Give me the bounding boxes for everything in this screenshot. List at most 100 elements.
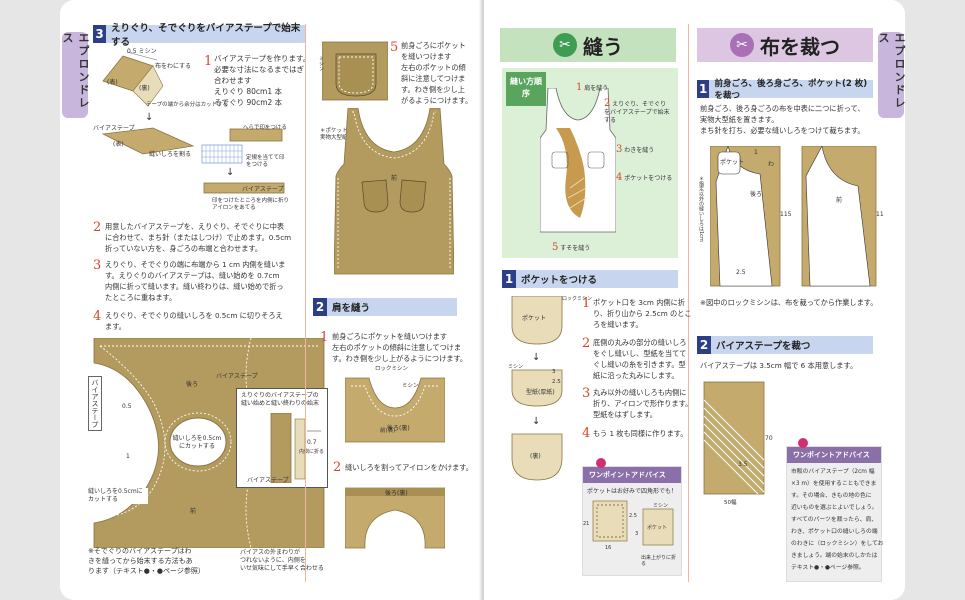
- diag-05: 0.5: [122, 403, 132, 410]
- diag-right2: (表): [113, 140, 124, 148]
- pd-pocket: ポケット: [522, 314, 546, 322]
- diag-back: 後ろ: [186, 380, 198, 388]
- section3-header: 3 えりぐり、そでぐりをバイアステープで始末する: [93, 23, 305, 48]
- pocket-section-title: ポケットをつける: [521, 275, 598, 286]
- diag-tape: バイアステープ: [93, 125, 135, 132]
- diag-cut-note: 縫いしろを0.5cmにカットする: [172, 435, 222, 451]
- pocket-section-num: 1: [502, 270, 516, 288]
- diag-1: 1: [126, 453, 130, 460]
- pocket-advice-text: ポケットはお好みで四角形でも！: [587, 488, 678, 495]
- cut-title: 布を裁つ: [760, 34, 840, 59]
- cut-advice-box: ワンポイントアドバイス 市販のバイアステープ（2cm 幅 ×3 m）を使用するこ…: [786, 446, 884, 582]
- pa-3: 3: [635, 531, 639, 537]
- scissors-icon: ✂: [553, 33, 577, 57]
- s5-text: 前身ごろにポケット を縫いつけます 左右のポケットの傾 斜に注意してつけま す。…: [401, 41, 473, 105]
- s2-step2-text: 縫いしろを割ってアイロンをかけます。: [345, 463, 473, 472]
- pk-step2-text: 底側の丸みの部分の縫いしろ をぐし縫いし、型紙を当てて ぐし縫いの糸を引きます。…: [593, 338, 687, 380]
- pocket-section-header: 1 ポケットをつける: [502, 270, 678, 288]
- s2-step1-num: 1: [320, 330, 329, 345]
- cut-title-banner: ✂ 布を裁つ: [697, 28, 873, 62]
- cut1-num: 1: [697, 80, 710, 98]
- pa-25: 2.5: [629, 513, 637, 519]
- s5-seam: ミシン: [318, 56, 324, 71]
- pk-step3-text: 丸み以外の縫いしろも内側に 折り、アイロンで形作ります。 型紙をはずします。: [593, 388, 693, 419]
- diag-fold-note: テープの端から余分はカットする: [146, 102, 229, 108]
- cut1-header: 1 前身ごろ、後ろ身ごろ、ポケット(2 枚)を裁つ: [697, 79, 873, 101]
- side-tab-left: エプロンドレス: [61, 32, 90, 118]
- pd-w3: 3: [552, 369, 556, 375]
- diag-seam: 0.5 ミシン: [127, 48, 156, 55]
- apron-order-diagram: [540, 88, 616, 233]
- pk-step4-text: もう 1 枚も同様に作ります。: [593, 429, 688, 438]
- s2-front: 前(表): [380, 428, 396, 434]
- s2-press: 後ろ(裏): [385, 489, 408, 497]
- shoulder-seam-diagram: 後ろ(裏): [345, 377, 445, 443]
- pd-seam: ミシン: [508, 364, 524, 370]
- column-divider-right: [688, 24, 689, 582]
- arrow-down-icon-2: ↓: [226, 167, 234, 178]
- sew-title: 縫う: [583, 34, 623, 59]
- arrow-down-icon: ↓: [145, 112, 153, 123]
- pin-icon: [596, 458, 606, 468]
- cl-vertical: ＊指定以外の縫いしろは1cm: [698, 176, 704, 242]
- cut-advice-text: 市販のバイアステープ（2cm 幅 ×3 m）を使用することもできま す。その場合…: [791, 469, 884, 571]
- pd-back: (裏): [530, 452, 541, 460]
- pk-step1-num: 1: [582, 296, 591, 311]
- pa-16: 16: [605, 545, 612, 551]
- s3-step3-text: えりぐり、そでぐりの端に布端から 1 cm 内側を縫いま す。えりぐりのバイアス…: [105, 260, 286, 302]
- section3-num: 3: [93, 25, 107, 43]
- s5-num: 5: [390, 40, 399, 55]
- pd-paper: 型紙(厚紙): [526, 388, 555, 396]
- bias-cut-diagram: 70 3.5: [703, 381, 773, 495]
- bc-h: 70: [765, 435, 773, 442]
- diag-bias-tape: バイアステープ: [242, 186, 284, 193]
- pocket-steps-diagram: ポケット ↓ 型紙(厚紙) ↓ (裏): [511, 296, 563, 481]
- book-gutter: [479, 0, 487, 600]
- cl-s: 2.5: [736, 269, 746, 276]
- callout-fold: 内側に折る: [299, 449, 325, 455]
- cl-fold: わ: [768, 161, 774, 168]
- s3-step1-num: 1: [204, 54, 213, 69]
- s2-back: 後ろ(裏): [387, 424, 410, 432]
- diag-bias-cut: 布をわにする: [155, 62, 191, 70]
- order-1: 1 肩を縫う: [576, 82, 609, 93]
- pk-step4-num: 4: [582, 426, 591, 441]
- cl-w: 1: [754, 149, 758, 156]
- cut-advice-title: ワンポイントアドバイス: [787, 447, 881, 463]
- section2-num: 2: [313, 298, 327, 316]
- pocket-advice-box: ワンポイントアドバイス ポケットはお好みで四角形でも！ 21 16 2.5 ミシ…: [582, 466, 682, 576]
- diag-ruler-note: 定規を当てて印をつける: [246, 155, 285, 168]
- s3-step1-text: バイアステープを作ります。 必要な寸法になるまではぎ 合わせます えりぐり 80…: [214, 54, 311, 107]
- diag-right: (表): [107, 78, 118, 86]
- diag-iron-note: 印をつけたところを内側に折りアイロンをあてる: [212, 198, 290, 211]
- svg-text:↓: ↓: [532, 416, 540, 427]
- bias-footnote: バイアスの外まわりが つれないように、内側を いせ気味にして手早く合わせる: [240, 549, 324, 572]
- bc-w: 3.5: [738, 461, 748, 468]
- order-3: 3 わきを縫う: [616, 144, 655, 155]
- pa-seam: ミシン: [653, 503, 669, 509]
- pd-w25: 2.5: [552, 379, 561, 385]
- cl-h1: 115: [780, 211, 792, 218]
- order-5: 5 すそを縫う: [552, 242, 591, 253]
- s3-step4-num: 4: [93, 309, 102, 324]
- pocket-attach-diagram: [322, 41, 388, 101]
- apron-front-diagram: 前: [334, 108, 454, 275]
- diag-front: 前: [190, 507, 196, 515]
- cut2-title: バイアステープを裁つ: [716, 341, 811, 352]
- pk-step2-num: 2: [582, 336, 591, 351]
- pin-icon-2: [798, 438, 808, 448]
- neckline-callout: えりぐりのバイアステープの 縫い始めと縫い終わりの始末 0.7 内側に折る バイ…: [236, 388, 328, 488]
- s5-note: ＊ポケット位置は 実物大型紙参照: [320, 128, 365, 141]
- cut2-header: 2 バイアステープを裁つ: [697, 336, 873, 354]
- cl-h2: 115: [876, 211, 884, 218]
- cut2-text: バイアステープは 3.5cm 幅で 6 本用意します。: [700, 361, 858, 370]
- apron-front-label: 前: [391, 174, 397, 182]
- pk-step3-num: 3: [582, 386, 591, 401]
- column-divider: [305, 24, 306, 582]
- cut2-num: 2: [697, 336, 711, 354]
- section3-title: えりぐり、そでぐりをバイアステープで始末する: [111, 23, 301, 48]
- cl-front: 前: [836, 196, 842, 204]
- pa-fold: 出来上がりに折る: [641, 555, 677, 567]
- s2-zigzag: ロックミシン: [375, 366, 409, 372]
- cutting-layout-diagram: ポケット 後ろ 前 わ 115 115 2.5 1: [710, 146, 884, 287]
